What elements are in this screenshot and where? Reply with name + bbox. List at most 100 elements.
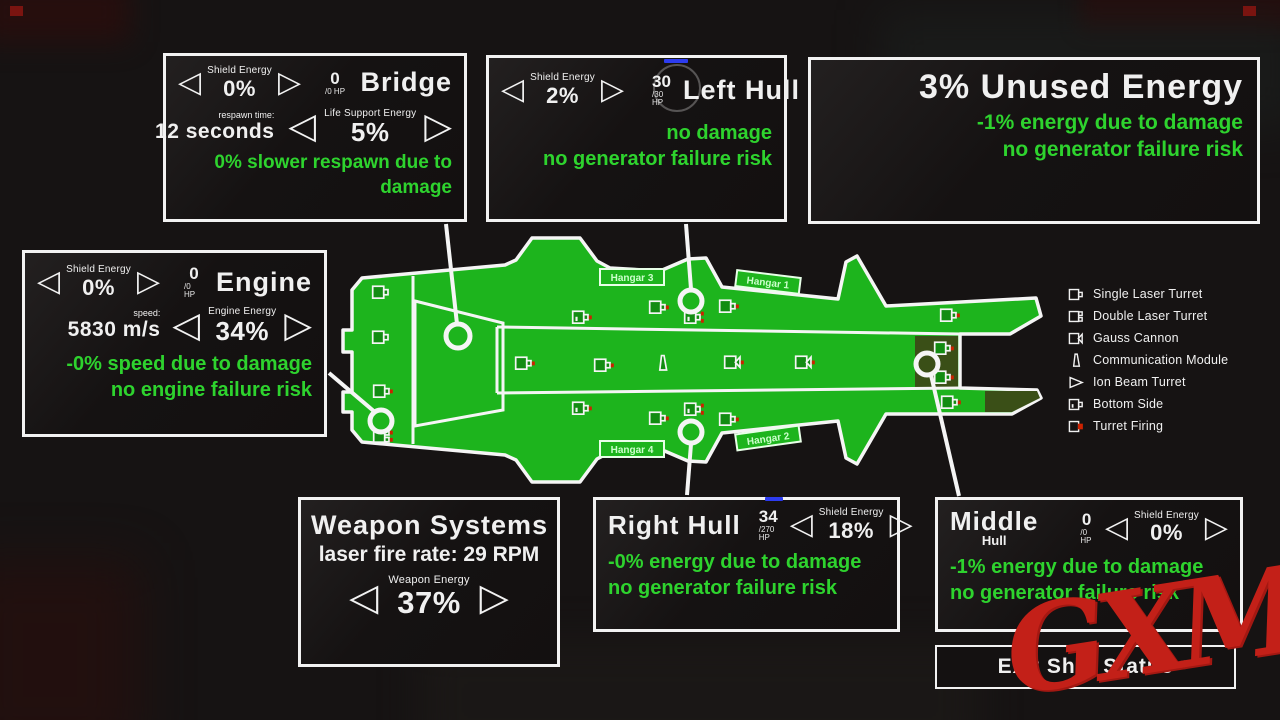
status-text: -0% energy due to damage: [608, 551, 862, 573]
middle-hull-panel: Middle Hull 0 /0 HP ◁ Shield Energy 0% ▷…: [935, 497, 1243, 632]
shield-energy-increase-arrow[interactable]: ▷: [277, 64, 302, 100]
hangar-label: Hangar 3: [599, 268, 665, 286]
life-support-increase-arrow[interactable]: ▷: [424, 106, 452, 148]
ship-turret-single-icon: [648, 300, 669, 315]
background-red-dot: [1243, 6, 1256, 16]
hp-value: 0: [189, 264, 199, 283]
exit-ship-status-button[interactable]: Exit Ship Status: [935, 645, 1236, 689]
status-text: no damage: [666, 122, 772, 144]
shield-bar: [764, 497, 783, 501]
weapon-energy-value: 37%: [397, 584, 461, 620]
ship-turret-comm-icon: [658, 354, 668, 371]
panel-title: Middle Hull: [950, 508, 1038, 547]
left-hull-panel: ◁ Shield Energy 2% ▷ 30 /30 HP Left Hull…: [486, 55, 799, 222]
shield-energy-value: 0%: [223, 75, 256, 101]
ship-damaged-rear-section: [985, 391, 1040, 412]
status-text: no generator failure risk: [608, 577, 837, 599]
double-turret-icon: [1068, 308, 1085, 325]
svg-text:Hangar 1: Hangar 1: [746, 275, 790, 291]
ship-turret-single-icon: [933, 370, 954, 385]
status-text: no generator failure risk: [543, 148, 772, 170]
panel-title-sub: Hull: [981, 533, 1007, 548]
svg-text:Hangar 4: Hangar 4: [611, 445, 654, 456]
hp-max: /0 HP: [1080, 527, 1092, 545]
exit-button-label: Exit Ship Status: [997, 655, 1174, 678]
shield-energy-label: Shield Energy: [66, 264, 131, 276]
shield-energy-increase-arrow[interactable]: ▷: [600, 72, 625, 107]
shield-energy-value: 0%: [1150, 520, 1183, 546]
shield-energy-label: Shield Energy: [207, 65, 272, 76]
ship-turret-bottom-icon: [571, 401, 592, 416]
shield-energy-stat: Shield Energy 0%: [66, 265, 131, 299]
weapon-energy-label: Weapon Energy: [388, 574, 470, 586]
shield-energy-decrease-arrow[interactable]: ◁: [789, 507, 813, 542]
hp-max: /0 HP: [184, 282, 196, 299]
ship-turret-gauss-icon: [794, 354, 815, 370]
shield-energy-decrease-arrow[interactable]: ◁: [178, 64, 202, 100]
shield-energy-stat: Shield Energy 2%: [530, 73, 595, 107]
ship-turret-single-icon: [593, 358, 614, 373]
shield-energy-increase-arrow[interactable]: ▷: [1204, 509, 1228, 545]
shield-energy-value: 18%: [828, 517, 874, 543]
shield-bar: [664, 59, 689, 63]
life-support-label: Life Support Energy: [324, 107, 417, 119]
hp-max: /0 HP: [325, 86, 346, 96]
shield-energy-value: 0%: [82, 274, 115, 300]
panel-title: Left Hull: [682, 74, 800, 105]
engine-energy-stat: Engine Energy 34%: [208, 306, 277, 346]
status-text: no engine failure risk: [110, 378, 312, 401]
legend-item-label: Gauss Cannon: [1093, 331, 1179, 345]
shield-energy-value: 2%: [546, 82, 579, 108]
shield-energy-increase-arrow[interactable]: ▷: [136, 264, 161, 299]
panel-title: 3% Unused Energy: [919, 68, 1243, 106]
engine-energy-decrease-arrow[interactable]: ◁: [172, 304, 201, 346]
ship-turret-bottom-icon: [683, 402, 704, 417]
hp-display: 30 /30 HP: [652, 59, 702, 112]
svg-text:Hangar 3: Hangar 3: [611, 273, 654, 284]
ship-turret-single-icon: [718, 299, 739, 314]
background-red-dot: [10, 6, 23, 16]
ship-section-dividers: [411, 276, 961, 444]
life-support-decrease-arrow[interactable]: ◁: [288, 106, 317, 148]
panel-title: Right Hull: [608, 509, 741, 540]
ship-turret-single-icon: [718, 412, 739, 427]
status-text: -1% energy due to damage: [950, 556, 1204, 578]
hp-display: 0 /0 HP: [1080, 511, 1093, 545]
life-support-value: 5%: [350, 117, 390, 148]
weapon-energy-stat: Weapon Energy 37%: [388, 574, 470, 620]
legend-item: Gauss Cannon: [1068, 327, 1273, 349]
fire-rate-text: laser fire rate: 29 RPM: [318, 543, 540, 566]
shield-energy-stat: Shield Energy 18%: [819, 508, 884, 542]
panel-title: Bridge: [360, 67, 452, 98]
ship-turret-single-icon: [648, 411, 669, 426]
legend-item-label: Double Laser Turret: [1093, 309, 1208, 323]
shield-energy-stat: Shield Energy 0%: [1134, 510, 1199, 546]
engine-energy-label: Engine Energy: [208, 306, 277, 317]
life-support-stat: Life Support Energy 5%: [324, 107, 417, 148]
shield-energy-label: Shield Energy: [818, 507, 884, 519]
engine-energy-value: 34%: [215, 315, 269, 346]
weapon-systems-panel: Weapon Systems laser fire rate: 29 RPM ◁…: [298, 497, 560, 667]
status-text: -0% speed due to damage: [66, 352, 312, 375]
panel-title: Engine: [215, 266, 312, 297]
hp-max: /30 HP: [652, 90, 664, 107]
shield-energy-increase-arrow[interactable]: ▷: [889, 507, 913, 542]
shield-energy-decrease-arrow[interactable]: ◁: [1104, 509, 1129, 545]
shield-energy-decrease-arrow[interactable]: ◁: [37, 264, 61, 299]
right-hull-panel: Right Hull 34 /270 HP ◁ Shield Energy 18…: [593, 497, 913, 632]
weapon-energy-decrease-arrow[interactable]: ◁: [349, 575, 379, 620]
engine-energy-increase-arrow[interactable]: ▷: [284, 304, 312, 346]
status-text: no generator failure risk: [1002, 138, 1243, 162]
panel-title-main: Middle: [950, 506, 1039, 536]
shield-energy-decrease-arrow[interactable]: ◁: [501, 72, 525, 107]
legend-item: Single Laser Turret: [1068, 283, 1273, 305]
speed-value: 5830 m/s: [67, 318, 161, 342]
speed-label: speed:: [133, 308, 161, 319]
hp-value: 0: [330, 68, 340, 88]
legend-item: Communication Module: [1068, 349, 1273, 371]
hp-max: /270 HP: [758, 525, 775, 542]
hangar-label: Hangar 4: [599, 440, 665, 458]
weapon-energy-increase-arrow[interactable]: ▷: [479, 575, 509, 620]
legend-item: Ion Beam Turret: [1068, 371, 1273, 393]
